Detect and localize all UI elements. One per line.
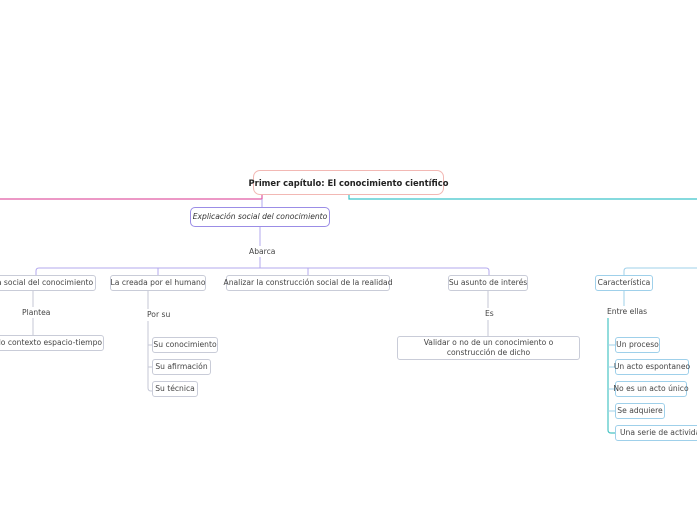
leaf-serie-actividades[interactable]: Una serie de actividade	[615, 425, 697, 441]
right-bus-line	[623, 267, 697, 275]
leaf-validar[interactable]: Validar o no de un conocimiento o constr…	[397, 336, 580, 360]
porsu-spine-line	[147, 321, 152, 392]
leaf-contexto[interactable]: do contexto espacio-tiempo	[0, 335, 104, 351]
branch-analizar[interactable]: Analizar la construcción social de la re…	[224, 275, 393, 291]
root-left-line	[0, 195, 263, 200]
root-topic[interactable]: Primer capítulo: El conocimiento científ…	[249, 170, 448, 195]
leaf-se-adquiere[interactable]: Se adquiere	[615, 403, 665, 419]
connector-label-plantea: Plantea	[20, 308, 53, 318]
branch-social[interactable]: a social del conocimiento	[0, 275, 96, 291]
connector-label-entre-ellas: Entre ellas	[605, 307, 650, 317]
root-right-line	[348, 195, 697, 200]
leaf-acto-espontaneo[interactable]: Un acto espontaneo	[614, 359, 690, 375]
branch-caracteristica[interactable]: Característica	[595, 275, 653, 291]
main-topic[interactable]: Explicación social del conocimiento	[190, 207, 330, 227]
leaf-un-proceso[interactable]: Un proceso	[615, 337, 660, 353]
connector-label-por-su: Por su	[145, 310, 173, 320]
branch-creada[interactable]: La creada por el humano	[110, 275, 206, 291]
entre-spine-line	[607, 318, 615, 434]
leaf-tecnica[interactable]: Su técnica	[152, 381, 198, 397]
connector-label-abarca: Abarca	[247, 247, 278, 257]
branch-asunto[interactable]: Su asunto de interés	[448, 275, 528, 291]
level2-bus-line	[35, 267, 490, 275]
leaf-afirmacion[interactable]: Su afirmación	[152, 359, 211, 375]
leaf-acto-unico[interactable]: No es un acto único	[613, 381, 689, 397]
leaf-conocimiento[interactable]: Su conocimiento	[152, 337, 218, 353]
connector-label-es: Es	[483, 309, 496, 319]
